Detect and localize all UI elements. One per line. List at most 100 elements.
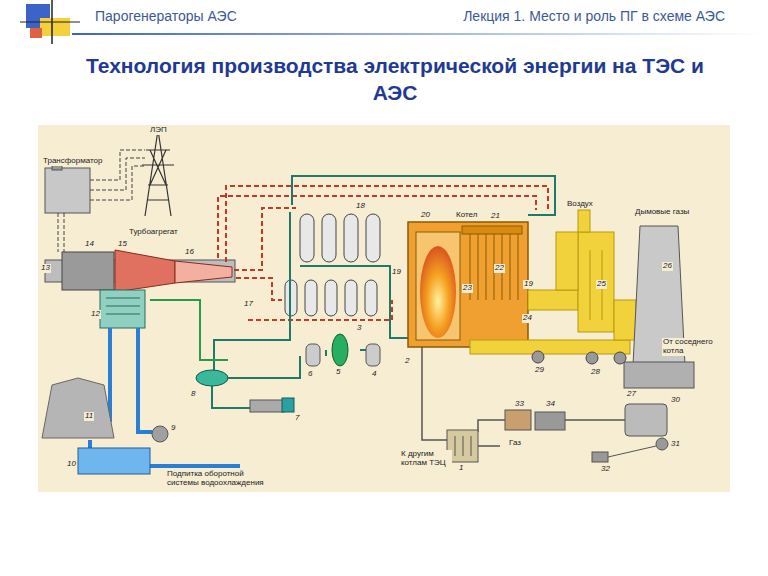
header-rule xyxy=(72,33,762,35)
heater xyxy=(365,280,377,316)
callout-number: 30 xyxy=(670,396,681,405)
callout-number: 26 xyxy=(662,262,673,271)
feed-line xyxy=(214,212,290,370)
heater xyxy=(322,214,336,262)
busbar xyxy=(58,213,64,252)
callout-number: 19 xyxy=(523,280,534,289)
pylon xyxy=(142,130,174,216)
callout-number: 4 xyxy=(371,370,377,379)
callout-number: 29 xyxy=(534,366,545,375)
drum xyxy=(462,226,522,234)
callout-number: 8 xyxy=(190,390,196,399)
deaerator xyxy=(332,334,348,366)
mill xyxy=(505,410,531,430)
part-label: Воздух xyxy=(566,200,594,209)
high-pressure-heaters xyxy=(300,214,380,262)
callout-number: 24 xyxy=(522,314,533,323)
callout-number: 7 xyxy=(294,414,300,423)
circulation-pump xyxy=(152,426,168,442)
feed-line xyxy=(228,350,372,378)
fan xyxy=(586,352,598,364)
logo-square xyxy=(40,18,70,36)
cooling-tower xyxy=(42,378,114,438)
part-label: К другим котлам ТЭЦ xyxy=(400,450,452,468)
condensate-line xyxy=(150,300,228,360)
part-label: ЛЭП xyxy=(149,126,168,135)
callout-number: 9 xyxy=(170,424,176,433)
pump xyxy=(306,344,320,366)
low-pressure-heaters xyxy=(285,280,377,316)
boiler xyxy=(408,222,528,347)
flue-ducts xyxy=(470,210,636,354)
feed-pump xyxy=(196,370,228,386)
logo-square xyxy=(30,28,42,38)
condenser-tubes xyxy=(106,298,140,314)
callout-number: 6 xyxy=(307,370,313,379)
header-text: Парогенераторы АЭС xyxy=(95,9,237,24)
slide-title: Технология производства электрической эн… xyxy=(75,52,715,106)
air-inlet xyxy=(578,210,590,232)
callout-number: 34 xyxy=(545,400,556,409)
callout-number: 31 xyxy=(670,440,681,449)
fan xyxy=(614,352,626,364)
boiler-tubes xyxy=(470,232,518,300)
fan xyxy=(532,351,544,363)
callout-number: 16 xyxy=(184,248,195,257)
callout-number: 14 xyxy=(84,240,95,249)
header-text: Лекция 1. Место и роль ПГ в схеме АЭС xyxy=(463,9,725,24)
callout-number: 21 xyxy=(490,212,501,221)
callout-number: 25 xyxy=(596,280,607,289)
steam-line xyxy=(234,208,296,270)
conveyor xyxy=(608,446,656,457)
callout-number: 2 xyxy=(404,357,410,366)
furnace xyxy=(416,232,460,340)
callout-number: 1 xyxy=(458,464,464,473)
duct xyxy=(614,300,636,340)
part-label: Подпитка оборотной системы водоохлаждени… xyxy=(166,470,276,488)
crusher xyxy=(592,452,608,462)
heater xyxy=(366,214,380,262)
feed-line xyxy=(292,176,555,215)
part-label: Трансформатор xyxy=(42,157,103,166)
duct xyxy=(470,340,630,354)
part-label: Дымовые газы xyxy=(634,208,690,217)
callout-number: 23 xyxy=(462,284,473,293)
fuel-bunker xyxy=(625,404,667,436)
cooling-pool xyxy=(78,448,150,474)
heater xyxy=(345,280,357,316)
pump-drive xyxy=(250,400,284,412)
callout-number: 3 xyxy=(356,324,362,333)
condenser xyxy=(100,290,145,328)
callout-number: 11 xyxy=(84,412,94,421)
callout-number: 18 xyxy=(355,202,366,211)
callout-number: 27 xyxy=(626,390,637,399)
heater xyxy=(344,214,358,262)
callout-number: 12 xyxy=(90,310,101,319)
transformer xyxy=(45,168,90,213)
air-heater xyxy=(578,232,614,332)
heater xyxy=(305,280,317,316)
duct xyxy=(556,232,578,290)
part-label: От соседнего котла xyxy=(662,338,722,356)
steam-line xyxy=(236,278,282,300)
generator xyxy=(62,252,114,290)
part-label: Котел xyxy=(455,211,478,220)
heater xyxy=(300,214,314,262)
callout-number: 15 xyxy=(117,240,128,249)
callout-number: 20 xyxy=(420,211,431,220)
cooling-water-pipe xyxy=(90,328,240,466)
part-label: Турбоагрегат xyxy=(128,228,179,237)
callout-number: 22 xyxy=(494,264,505,273)
callout-number: 33 xyxy=(514,400,525,409)
pylon-frame xyxy=(142,130,174,216)
picture-ground xyxy=(38,125,730,492)
chimney-base xyxy=(624,362,694,388)
callout-number: 17 xyxy=(243,300,254,309)
callout-number: 5 xyxy=(335,368,341,377)
heater xyxy=(325,280,337,316)
flame xyxy=(420,246,456,338)
pump xyxy=(282,398,294,412)
feeder xyxy=(535,412,565,430)
callout-number: 13 xyxy=(40,264,51,273)
